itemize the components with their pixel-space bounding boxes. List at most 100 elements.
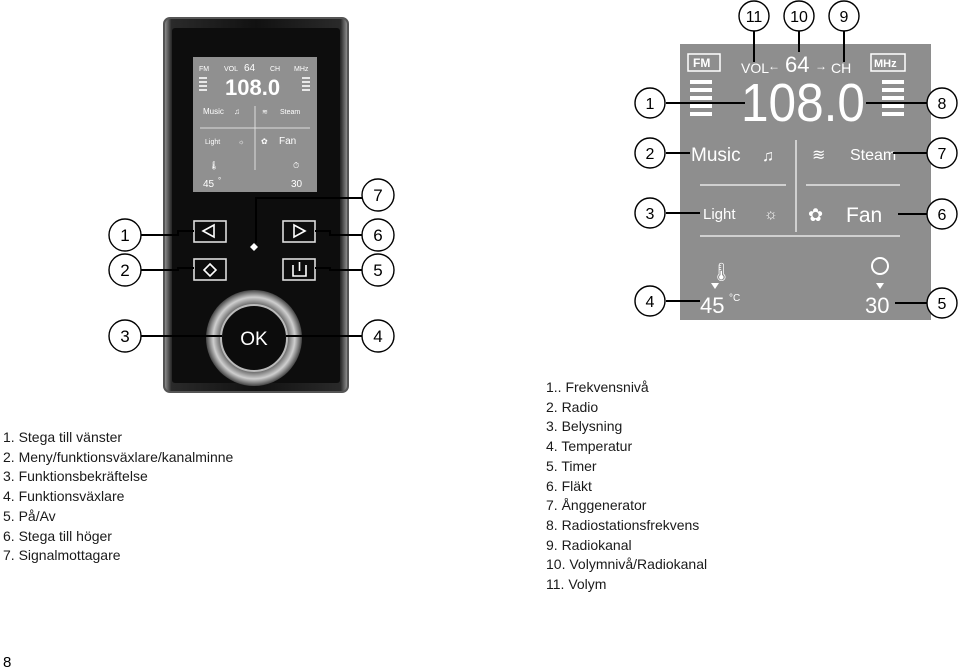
legend-lcd-symbols: 1.. Frekvensnivå 2. Radio 3. Belysning 4… — [546, 378, 707, 595]
lcd-vol-arrow-icon: ← — [768, 59, 780, 73]
power-icon — [292, 265, 307, 277]
lcd-level-bars-left — [690, 80, 712, 116]
lcd-callout-1-label: 1 — [646, 96, 655, 113]
lcd-fan-icon: ✿ — [808, 205, 823, 225]
lcd-callout-9-label: 9 — [840, 9, 849, 26]
device-vol-value: 64 — [244, 63, 256, 74]
legend-item: 3. Funktionsbekräftelse — [3, 468, 148, 485]
device-temperature: 45 — [203, 179, 215, 190]
callout-7 — [361, 178, 395, 212]
callout-7-label: 7 — [373, 186, 382, 205]
legend-item: 9. Radiokanal — [546, 536, 632, 553]
lcd-callout-6-label: 6 — [938, 207, 947, 224]
legend-item: 4. Funktionsväxlare — [3, 488, 125, 505]
lcd-callout-5 — [926, 287, 958, 319]
lcd-steam-icon: ≋ — [812, 147, 825, 164]
lcd-callout-7-label: 7 — [938, 146, 947, 163]
lcd-ch-label: CH — [831, 60, 851, 76]
legend-item: 8. Radiostationsfrekvens — [546, 516, 700, 533]
lcd-fan-label: Fan — [846, 204, 882, 227]
callout-3 — [108, 319, 142, 353]
lcd-temp-arrow-icon — [711, 283, 719, 289]
legend-item: 6. Fläkt — [546, 477, 592, 494]
menu-button[interactable] — [193, 258, 227, 281]
lcd-callout-11 — [738, 0, 770, 32]
lcd-music-note-icon: ♫ — [762, 148, 774, 165]
lcd-callout-1 — [634, 87, 666, 119]
lcd-callout-3-label: 3 — [646, 206, 655, 223]
legend-item: 7. Ånggenerator — [546, 497, 647, 514]
device-light-label: Light — [205, 139, 220, 146]
legend-item: 4. Temperatur — [546, 438, 633, 455]
menu-icon — [202, 262, 218, 278]
lcd-level-bars-right — [882, 80, 904, 116]
power-button[interactable] — [282, 258, 316, 281]
callout-1-label: 1 — [120, 226, 129, 245]
device-music-note-icon: ♫ — [234, 107, 240, 116]
device-timer-icon: ⏱ — [293, 161, 299, 170]
legend-item: 6. Stega till höger — [3, 527, 112, 544]
legend-item: 7. Signalmottagare — [3, 547, 121, 564]
legend-item: 1.. Frekvensnivå — [546, 379, 649, 395]
device-thermometer-icon: 🌡 — [209, 161, 219, 170]
device-music-label: Music — [203, 107, 224, 116]
callout-2 — [108, 253, 142, 287]
device-timer: 30 — [291, 179, 303, 190]
lcd-fm-label: FM — [693, 56, 710, 70]
lcd-callout-2 — [634, 137, 666, 169]
device-frequency: 108.0 — [225, 75, 280, 100]
legend-item: 1. Stega till vänster — [3, 429, 123, 445]
device-steam-icon: ≋ — [262, 109, 268, 116]
lcd-callout-8-label: 8 — [938, 96, 947, 113]
legend-item: 2. Radio — [546, 398, 599, 415]
device-illustration: FM VOL 64 CH MHz 108.0 Music ♫ ≋ Steam L… — [108, 17, 395, 393]
lcd-music-label: Music — [691, 145, 741, 166]
lcd-callout-6 — [926, 198, 958, 230]
lcd-timer: 30 — [865, 293, 889, 318]
lcd-callout-10-label: 10 — [790, 9, 808, 26]
legend-item: 11. Volym — [546, 576, 607, 593]
lcd-callout-2-label: 2 — [646, 146, 655, 163]
callout-3-label: 3 — [120, 327, 129, 346]
lcd-steam-label: Steam — [850, 147, 896, 164]
lcd-callout-4-label: 4 — [646, 294, 655, 311]
device-bulb-icon: ☼ — [238, 139, 244, 146]
legend-item: 3. Belysning — [546, 418, 623, 435]
device-temperature-unit: ° — [218, 176, 221, 185]
lcd-callout-9 — [828, 0, 860, 32]
callout-2-label: 2 — [120, 261, 129, 280]
lcd-vol-value: 64 — [785, 52, 809, 77]
lcd-thermometer-icon: 🌡 — [710, 262, 733, 282]
device-screen: FM VOL 64 CH MHz 108.0 Music ♫ ≋ Steam L… — [193, 57, 317, 192]
lcd-detail-illustration: FM VOL ← 64 → CH MHz 108.0 Music ♫ ≋ Ste… — [634, 0, 958, 320]
lcd-callout-4 — [634, 285, 666, 317]
lcd-callout-10 — [783, 0, 815, 32]
lcd-frequency: 108.0 — [741, 73, 865, 133]
legend-item: 5. Timer — [546, 457, 597, 474]
lcd-ch-arrow-icon: → — [815, 59, 827, 73]
lcd-callout-3 — [634, 197, 666, 229]
lcd-callout-7 — [926, 137, 958, 169]
lcd-bulb-icon: ☼ — [764, 206, 778, 223]
device-fm-label: FM — [199, 66, 209, 73]
callout-1 — [108, 218, 142, 252]
legend-item: 5. På/Av — [3, 507, 56, 524]
signal-receiver-icon — [250, 243, 258, 251]
lcd-light-label: Light — [703, 206, 736, 223]
device-vol-label: VOL — [224, 66, 238, 73]
callout-4 — [361, 319, 395, 353]
callout-6 — [361, 218, 395, 252]
ok-button[interactable]: OK — [206, 290, 302, 386]
legend-item: 2. Meny/funktionsväxlare/kanalminne — [3, 448, 234, 465]
device-steam-label: Steam — [280, 109, 300, 116]
ok-label: OK — [240, 329, 268, 350]
callout-5-label: 5 — [373, 261, 382, 280]
lcd-timer-icon — [871, 257, 889, 275]
right-arrow-icon — [293, 223, 307, 239]
device-mhz-label: MHz — [294, 66, 309, 73]
lcd-callout-5-label: 5 — [938, 296, 947, 313]
lcd-temperature-unit: °C — [729, 293, 740, 304]
left-arrow-icon — [201, 223, 215, 239]
lcd-temperature: 45 — [700, 293, 724, 318]
